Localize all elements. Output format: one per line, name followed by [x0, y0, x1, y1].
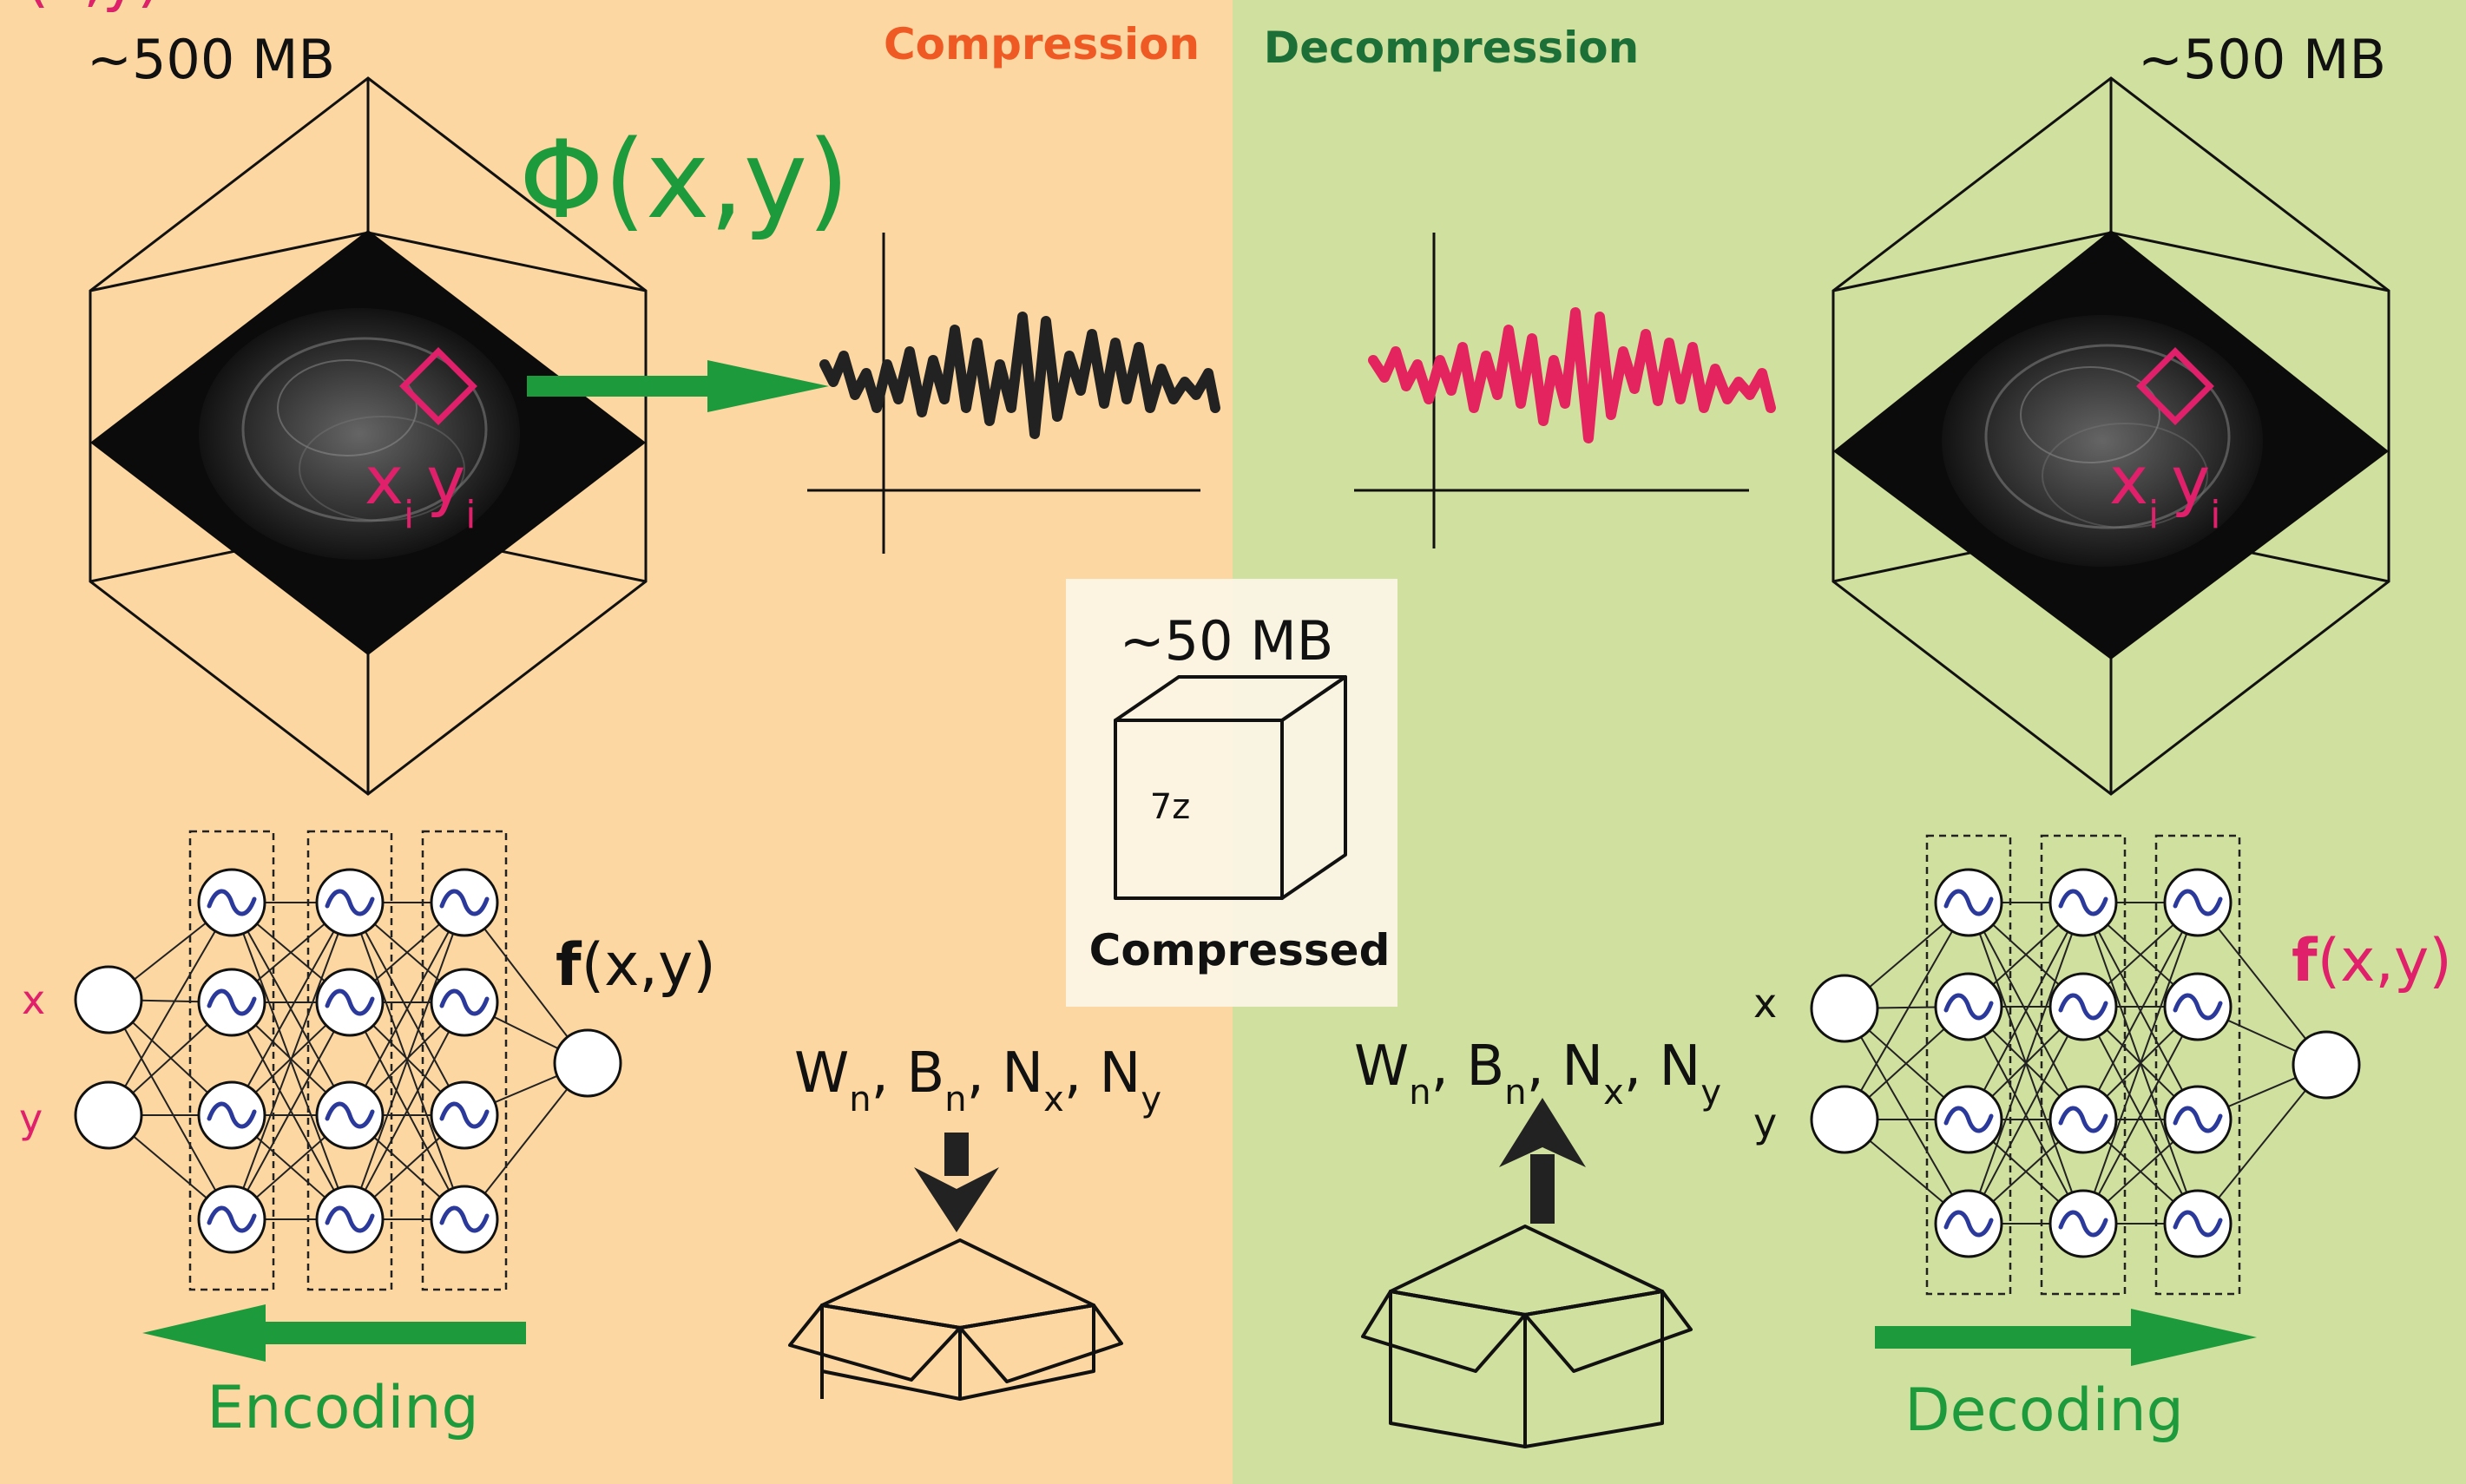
- compression-title: Compression: [884, 19, 1200, 69]
- decoding-arrow: [1875, 1309, 2257, 1366]
- sine-activation-icon: [325, 889, 375, 916]
- left-signal-label: f(x,y): [0, 0, 161, 15]
- sine-activation-icon: [439, 1205, 490, 1233]
- sine-activation-icon: [2173, 1106, 2223, 1133]
- compressed-archive-panel: ~50 MB 7z Compressed: [1066, 579, 1397, 1007]
- decompression-title: Decompression: [1264, 23, 1639, 73]
- phi-label: Φ(x,y): [519, 118, 850, 243]
- input-node: [1810, 974, 1879, 1043]
- hidden-layer-box: [2154, 834, 2241, 1296]
- hidden-layer-box: [188, 830, 275, 1291]
- sine-activation-icon: [2058, 889, 2108, 916]
- sine-activation-icon: [207, 1205, 257, 1233]
- sine-activation-icon: [1943, 993, 1994, 1021]
- right-signal-plot: f(x,y): [0, 0, 1776, 548]
- compressed-size-label: ~50 MB: [1120, 609, 1334, 673]
- sample-arrow: [527, 360, 829, 412]
- hidden-layer-box: [1925, 834, 2012, 1296]
- sine-activation-icon: [325, 988, 375, 1016]
- compressed-caption: Compressed: [1089, 925, 1391, 975]
- store-arrow: [914, 1133, 999, 1232]
- left-signal-waveform: [819, 312, 1220, 439]
- left-brain-image: [199, 308, 520, 560]
- decoding-label: Decoding: [1904, 1376, 2184, 1445]
- encoding-arrow: [142, 1304, 526, 1362]
- sine-activation-icon: [439, 988, 490, 1016]
- input-node: [74, 1080, 143, 1150]
- output-node: [2292, 1030, 2361, 1100]
- left-params-label: Wn, Bn, Nx, Ny: [794, 1041, 1161, 1120]
- archive-cube: [1114, 675, 1347, 900]
- right-params-label: Wn, Bn, Nx, Ny: [1354, 1034, 1721, 1113]
- sine-activation-icon: [439, 1101, 490, 1129]
- sine-activation-icon: [1943, 1106, 1994, 1133]
- input-node: [1810, 1085, 1879, 1154]
- right-sample-marker: [2136, 347, 2214, 425]
- decompression-panel: [1233, 0, 2466, 1484]
- sine-activation-icon: [2058, 1106, 2108, 1133]
- left-input-x-label: x: [22, 976, 45, 1023]
- hidden-layer-box: [421, 830, 508, 1291]
- retrieve-arrow: [1499, 1098, 1586, 1224]
- sine-activation-icon: [1943, 1210, 1994, 1238]
- sine-activation-icon: [207, 1101, 257, 1129]
- right-signal-label: f(x,y): [0, 0, 161, 15]
- sine-activation-icon: [207, 988, 257, 1016]
- right-size-label: ~500 MB: [2138, 28, 2386, 91]
- sine-activation-icon: [2173, 889, 2223, 916]
- output-node: [553, 1028, 622, 1098]
- sine-activation-icon: [207, 889, 257, 916]
- sine-activation-icon: [325, 1205, 375, 1233]
- sine-activation-icon: [2173, 993, 2223, 1021]
- sine-activation-icon: [439, 889, 490, 916]
- left-storage-box: [788, 1238, 1123, 1401]
- encoding-label: Encoding: [207, 1374, 478, 1442]
- sine-activation-icon: [325, 1101, 375, 1129]
- left-sample-marker: [399, 347, 477, 425]
- left-signal-plot: f(x,y): [0, 0, 1220, 554]
- right-network-output-label: f(x,y): [2292, 927, 2452, 995]
- right-brain-image: [1942, 315, 2263, 567]
- left-network-output-label: f(x,y): [556, 931, 716, 1000]
- hidden-layer-box: [306, 830, 393, 1291]
- right-signal-waveform: [1368, 307, 1776, 443]
- sine-activation-icon: [2058, 1210, 2108, 1238]
- decoder-network: [1810, 834, 2361, 1296]
- sine-activation-icon: [1943, 889, 1994, 916]
- right-input-x-label: x: [1753, 980, 1777, 1027]
- encoder-network: [74, 830, 622, 1291]
- sine-activation-icon: [2173, 1210, 2223, 1238]
- right-input-y-label: y: [1753, 1100, 1777, 1146]
- hidden-layer-box: [2040, 834, 2127, 1296]
- right-storage-box: [1361, 1225, 1693, 1448]
- input-node: [74, 965, 143, 1034]
- left-input-y-label: y: [19, 1095, 43, 1142]
- sine-activation-icon: [2058, 993, 2108, 1021]
- archive-format-label: 7z: [1150, 787, 1190, 827]
- left-size-label: ~500 MB: [87, 28, 335, 91]
